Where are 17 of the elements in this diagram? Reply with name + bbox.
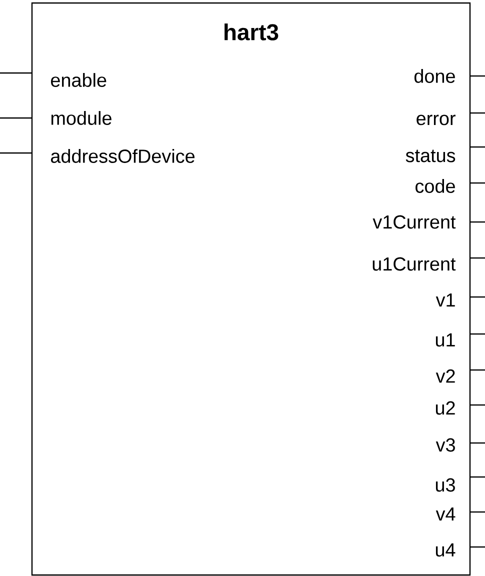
pin-name: v4 [436,508,456,520]
pin-name: u1Current [372,257,456,271]
pin-name: v3 [436,438,455,452]
pin-name: module [51,111,112,125]
pin-name: v1Current [372,215,456,229]
pin-name: code [416,179,455,193]
pin-name: enable [51,73,106,87]
pin-name: done [414,69,455,83]
pin-name: addressOfDevice [51,149,195,163]
pin-name: u4 [436,543,456,557]
pin-name: v1 [436,294,455,306]
pin-name: error [416,114,456,126]
pin-name: status [406,150,456,162]
pin-name: u3 [436,478,455,492]
pin-name: u2 [436,401,455,415]
pin-name: v2 [436,369,455,383]
pin-name: u1 [436,333,455,347]
